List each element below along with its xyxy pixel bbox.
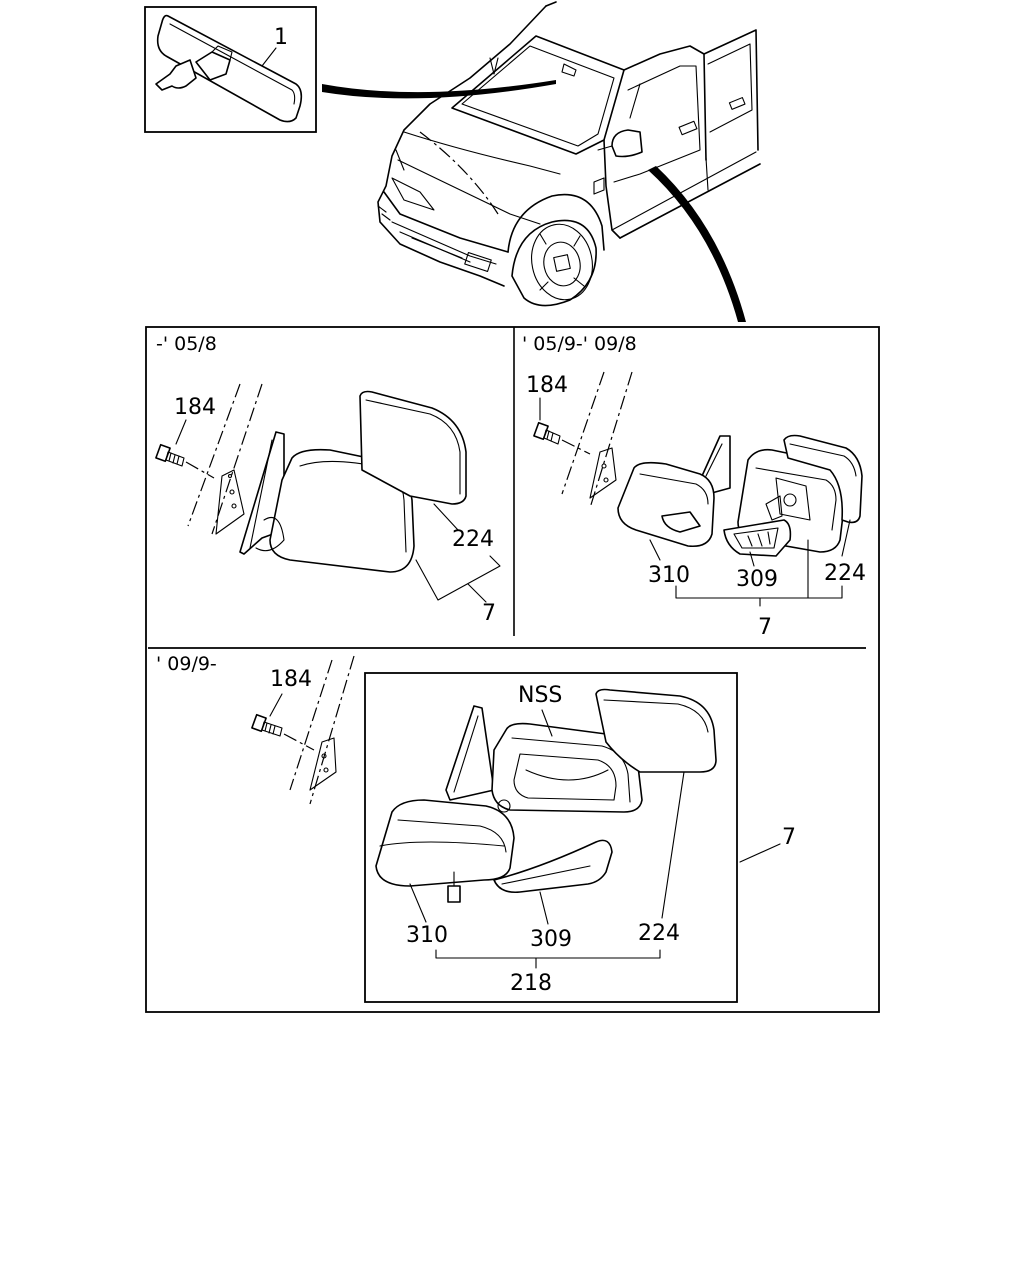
late-detail-frame (364, 672, 738, 1003)
mount-plate-mid (589, 447, 617, 499)
mount-plate (215, 469, 245, 535)
rear-view-mirror-drawing (155, 14, 303, 123)
connector-inset-to-windshield (322, 80, 556, 99)
mirror-glass-late (595, 688, 717, 773)
panel-early: -' 05/8 184 224 7 (155, 333, 501, 626)
period-mid: ' 05/9-' 09/8 (522, 333, 637, 355)
label-bolt-early: 184 (174, 395, 216, 420)
main-panel-frame (145, 326, 880, 1013)
mirror-housing-early (269, 448, 415, 573)
mirror-cover-late (375, 799, 515, 887)
leader-rear-view-mirror (261, 47, 277, 67)
label-cover-late: 310 (406, 923, 448, 948)
bolt-early (155, 443, 215, 479)
label-lamp-mid: 309 (736, 567, 778, 592)
bracket-assembly-early (415, 555, 501, 601)
label-kit-late: 218 (510, 971, 552, 996)
mount-plate-late (309, 737, 337, 791)
panel-late: ' 09/9- 184 (156, 653, 796, 1003)
mirror-lamp-mid (723, 519, 792, 557)
rear-view-mirror-inset: 1 (144, 6, 317, 133)
label-cover-mid: 310 (648, 563, 690, 588)
period-early: -' 05/8 (156, 333, 217, 355)
label-lamp-late: 309 (530, 927, 572, 952)
label-glass-mid: 224 (824, 561, 866, 586)
label-assembly-early: 7 (482, 601, 496, 626)
period-late: ' 09/9- (156, 653, 217, 675)
pillar-line-b (211, 383, 263, 535)
inset-frame (144, 6, 317, 133)
bolt-mid (533, 421, 591, 455)
connector-mirror-to-panel (648, 166, 746, 322)
label-glass-early: 224 (452, 527, 494, 552)
bracket-kit-late (435, 949, 661, 969)
mirror-glass-mid (783, 434, 863, 524)
label-bolt-late: 184 (270, 667, 312, 692)
bolt-late (251, 713, 315, 751)
label-bolt-mid: 184 (526, 373, 568, 398)
vehicle-drawing (377, 1, 761, 307)
label-glass-late: 224 (638, 921, 680, 946)
bracket-assembly-mid (675, 539, 843, 607)
panel-mid: ' 05/9-' 09/8 184 310 (522, 333, 866, 640)
label-assembly-mid: 7 (758, 615, 772, 640)
label-rear-view-mirror: 1 (274, 25, 288, 50)
label-assembly-late: 7 (782, 825, 796, 850)
mirror-cover-mid (617, 461, 715, 548)
label-nss-late: NSS (518, 683, 562, 708)
mirror-glass-early (359, 390, 467, 505)
pillar-line-a (187, 383, 241, 527)
